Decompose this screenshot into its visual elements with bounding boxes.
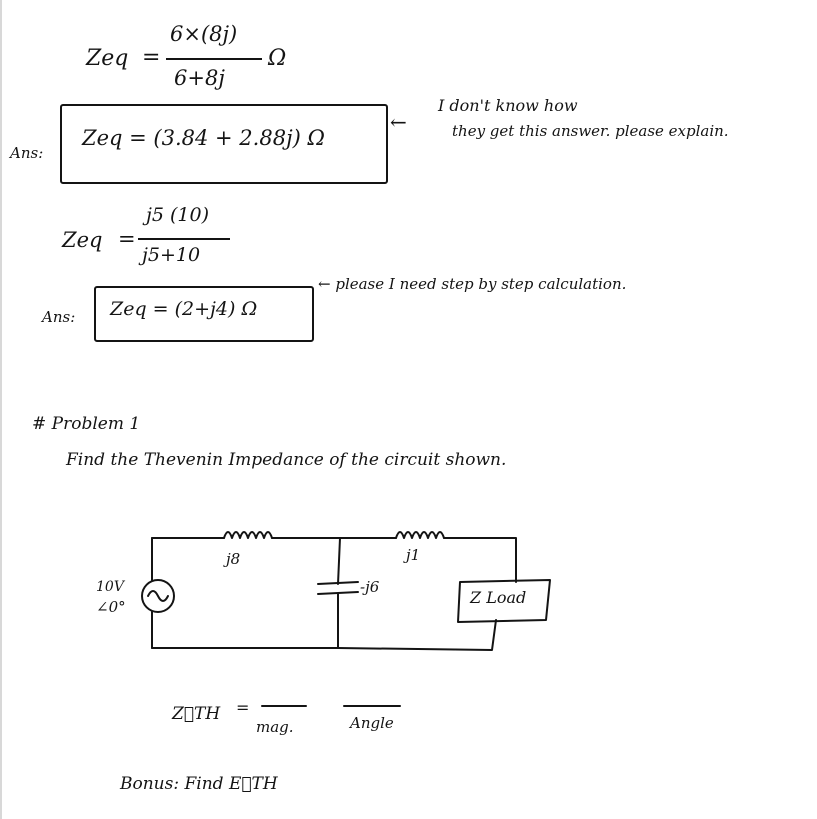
wire-cap-top: [337, 537, 341, 585]
load-box: [457, 579, 551, 623]
inductor-j1: [395, 531, 445, 539]
bonus-text: Bonus: Find E⃗TH: [120, 774, 278, 794]
ans1-label: Ans:: [10, 144, 44, 162]
ans2-box: [94, 286, 314, 342]
ans1-expression: Zeq = (3.84 + 2.88j) Ω: [82, 126, 325, 150]
page-edge: [0, 0, 2, 819]
eq1-denominator: 6+8j: [174, 66, 225, 90]
ans2-label: Ans:: [42, 308, 76, 326]
wire-bottom: [151, 619, 497, 651]
zth-equals: =: [236, 698, 250, 717]
eq1-unit: Ω: [268, 46, 287, 71]
ans1-comment-line1: I don't know how: [438, 96, 578, 115]
eq1-numerator: 6×(8j): [170, 22, 238, 46]
load-label: Z Load: [470, 588, 527, 607]
eq1-fraction-bar: [166, 58, 262, 60]
ans2-expression: Zeq = (2+j4) Ω: [110, 298, 258, 320]
zth-symbol: Z⃗TH: [172, 704, 221, 724]
ans1-arrow: ←: [390, 110, 407, 134]
ans1-box: [60, 104, 388, 184]
inductor1-label: j8: [226, 550, 241, 568]
source-magnitude: 10V: [96, 579, 124, 595]
capacitor-label: -j6: [360, 578, 380, 596]
eq2-equals: =: [118, 227, 136, 251]
eq2-lhs: Zeq: [62, 228, 103, 252]
inductor-j8: [223, 531, 273, 539]
cap-plate-top: [317, 581, 359, 585]
eq2-numerator: j5 (10): [146, 204, 210, 226]
eq2-fraction-bar: [138, 238, 230, 240]
source-angle: ∠0°: [96, 598, 126, 616]
eq2-denominator: j5+10: [142, 244, 201, 266]
ans1-comment-line2: they get this answer. please explain.: [452, 122, 729, 140]
eq1-equals: =: [142, 45, 161, 70]
zth-mag-label: mag.: [256, 718, 294, 736]
ac-source: [141, 579, 175, 613]
problem-heading: # Problem 1: [32, 414, 141, 434]
eq1-lhs: Zeq: [86, 46, 129, 71]
inductor2-label: j1: [406, 546, 421, 564]
zth-angle-label: Angle: [350, 714, 394, 732]
wire-top-right: [443, 537, 517, 583]
ac-source-wave: [147, 590, 169, 602]
problem-statement: Find the Thevenin Impedance of the circu…: [66, 450, 507, 470]
ans2-comment: ← please I need step by step calculation…: [318, 275, 627, 293]
